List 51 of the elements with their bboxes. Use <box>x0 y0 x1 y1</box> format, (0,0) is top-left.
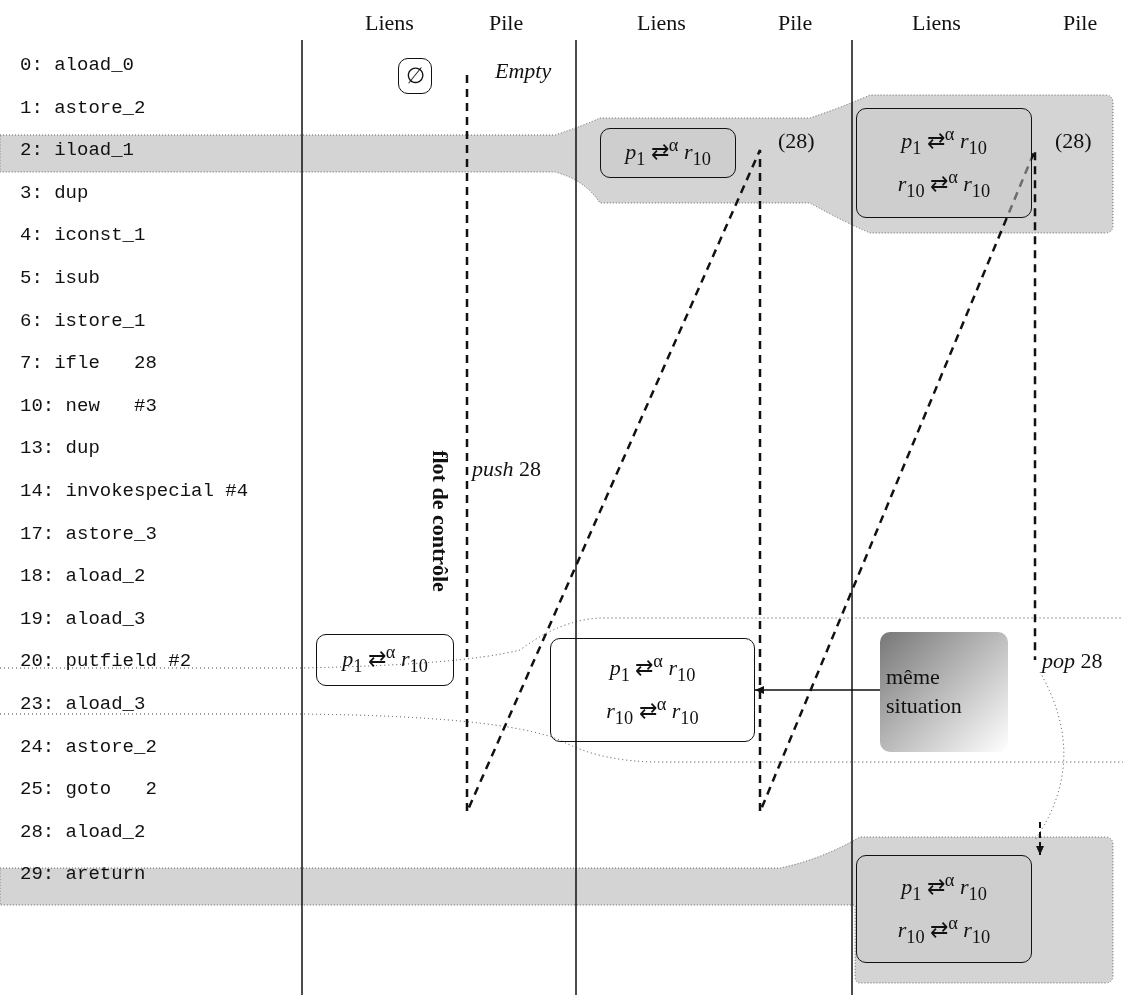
bytecode-line: 4: iconst_1 <box>20 224 146 247</box>
relation-text: p$_{1}$ ⇄$^{α}$ r$_{10}$ <box>625 134 711 172</box>
push-label: push 28 <box>472 456 542 482</box>
relation-box <box>316 634 454 686</box>
note-text: même situation <box>886 663 963 720</box>
note-box <box>880 632 1008 752</box>
relation-box <box>856 855 1032 963</box>
bytecode-line: 29: areturn <box>20 863 146 886</box>
relation-box <box>600 128 736 178</box>
bytecode-line: 19: aload_3 <box>20 607 146 630</box>
bytecode-line: 6: istore_1 <box>20 309 146 332</box>
relation-text: r$_{10}$ ⇄$^{α}$ r$_{10}$ <box>897 166 991 203</box>
bytecode-line: 24: astore_2 <box>20 735 157 758</box>
relation-text: p$_{1}$ ⇄$^{α}$ r$_{10}$ <box>609 649 696 687</box>
bytecode-line: 23: aload_3 <box>20 693 146 715</box>
bytecode-line: 14: invokespecial #4 <box>20 480 249 502</box>
stack-value: (28) <box>778 128 815 154</box>
bytecode-line: 7: ifle 28 <box>20 352 157 375</box>
bytecode-line: 28: aload_2 <box>20 820 146 843</box>
bytecode-line: 20: putfield #2 <box>20 650 192 673</box>
bytecode-line: 25: goto 2 <box>20 778 157 801</box>
pop-label: pop 28 <box>1042 648 1103 674</box>
bytecode-line: 18: aload_2 <box>20 565 146 588</box>
bytecode-line: 13: dup <box>20 437 100 460</box>
column-header: Liens <box>637 10 686 36</box>
column-header: Pile <box>778 10 813 36</box>
column-header: Liens <box>912 10 961 36</box>
relation-box <box>550 638 755 742</box>
bytecode-line: 2: iload_1 <box>20 139 135 162</box>
bytecode-line: 1: astore_2 <box>20 96 146 119</box>
axis-label: flot de contrôle <box>427 449 453 594</box>
empty-label: Empty <box>495 58 552 84</box>
relation-text: p$_{1}$ ⇄$^{α}$ r$_{10}$ <box>901 868 987 906</box>
relation-text: r$_{10}$ ⇄$^{α}$ r$_{10}$ <box>606 693 699 730</box>
bytecode-line: 3: dup <box>20 181 89 204</box>
arrow <box>754 686 881 694</box>
relation-text: ∅ <box>405 62 425 91</box>
arrow <box>1036 821 1044 856</box>
relation-text: r$_{10}$ ⇄$^{α}$ r$_{10}$ <box>897 912 991 949</box>
bytecode-line: 10: new #3 <box>20 394 157 417</box>
relation-text: p$_{1}$ ⇄$^{α}$ r$_{10}$ <box>342 641 428 679</box>
column-header: Pile <box>489 10 524 36</box>
bytecode-line: 5: isub <box>20 267 100 289</box>
column-header: Pile <box>1063 10 1098 36</box>
relation-text: p$_{1}$ ⇄$^{α}$ r$_{10}$ <box>901 122 987 160</box>
stack-value: (28) <box>1055 128 1092 154</box>
empty-set-box <box>398 58 432 94</box>
bytecode-line: 0: aload_0 <box>20 54 135 76</box>
bytecode-line: 17: astore_3 <box>20 522 157 545</box>
column-header: Liens <box>365 10 414 36</box>
relation-box <box>856 108 1032 218</box>
